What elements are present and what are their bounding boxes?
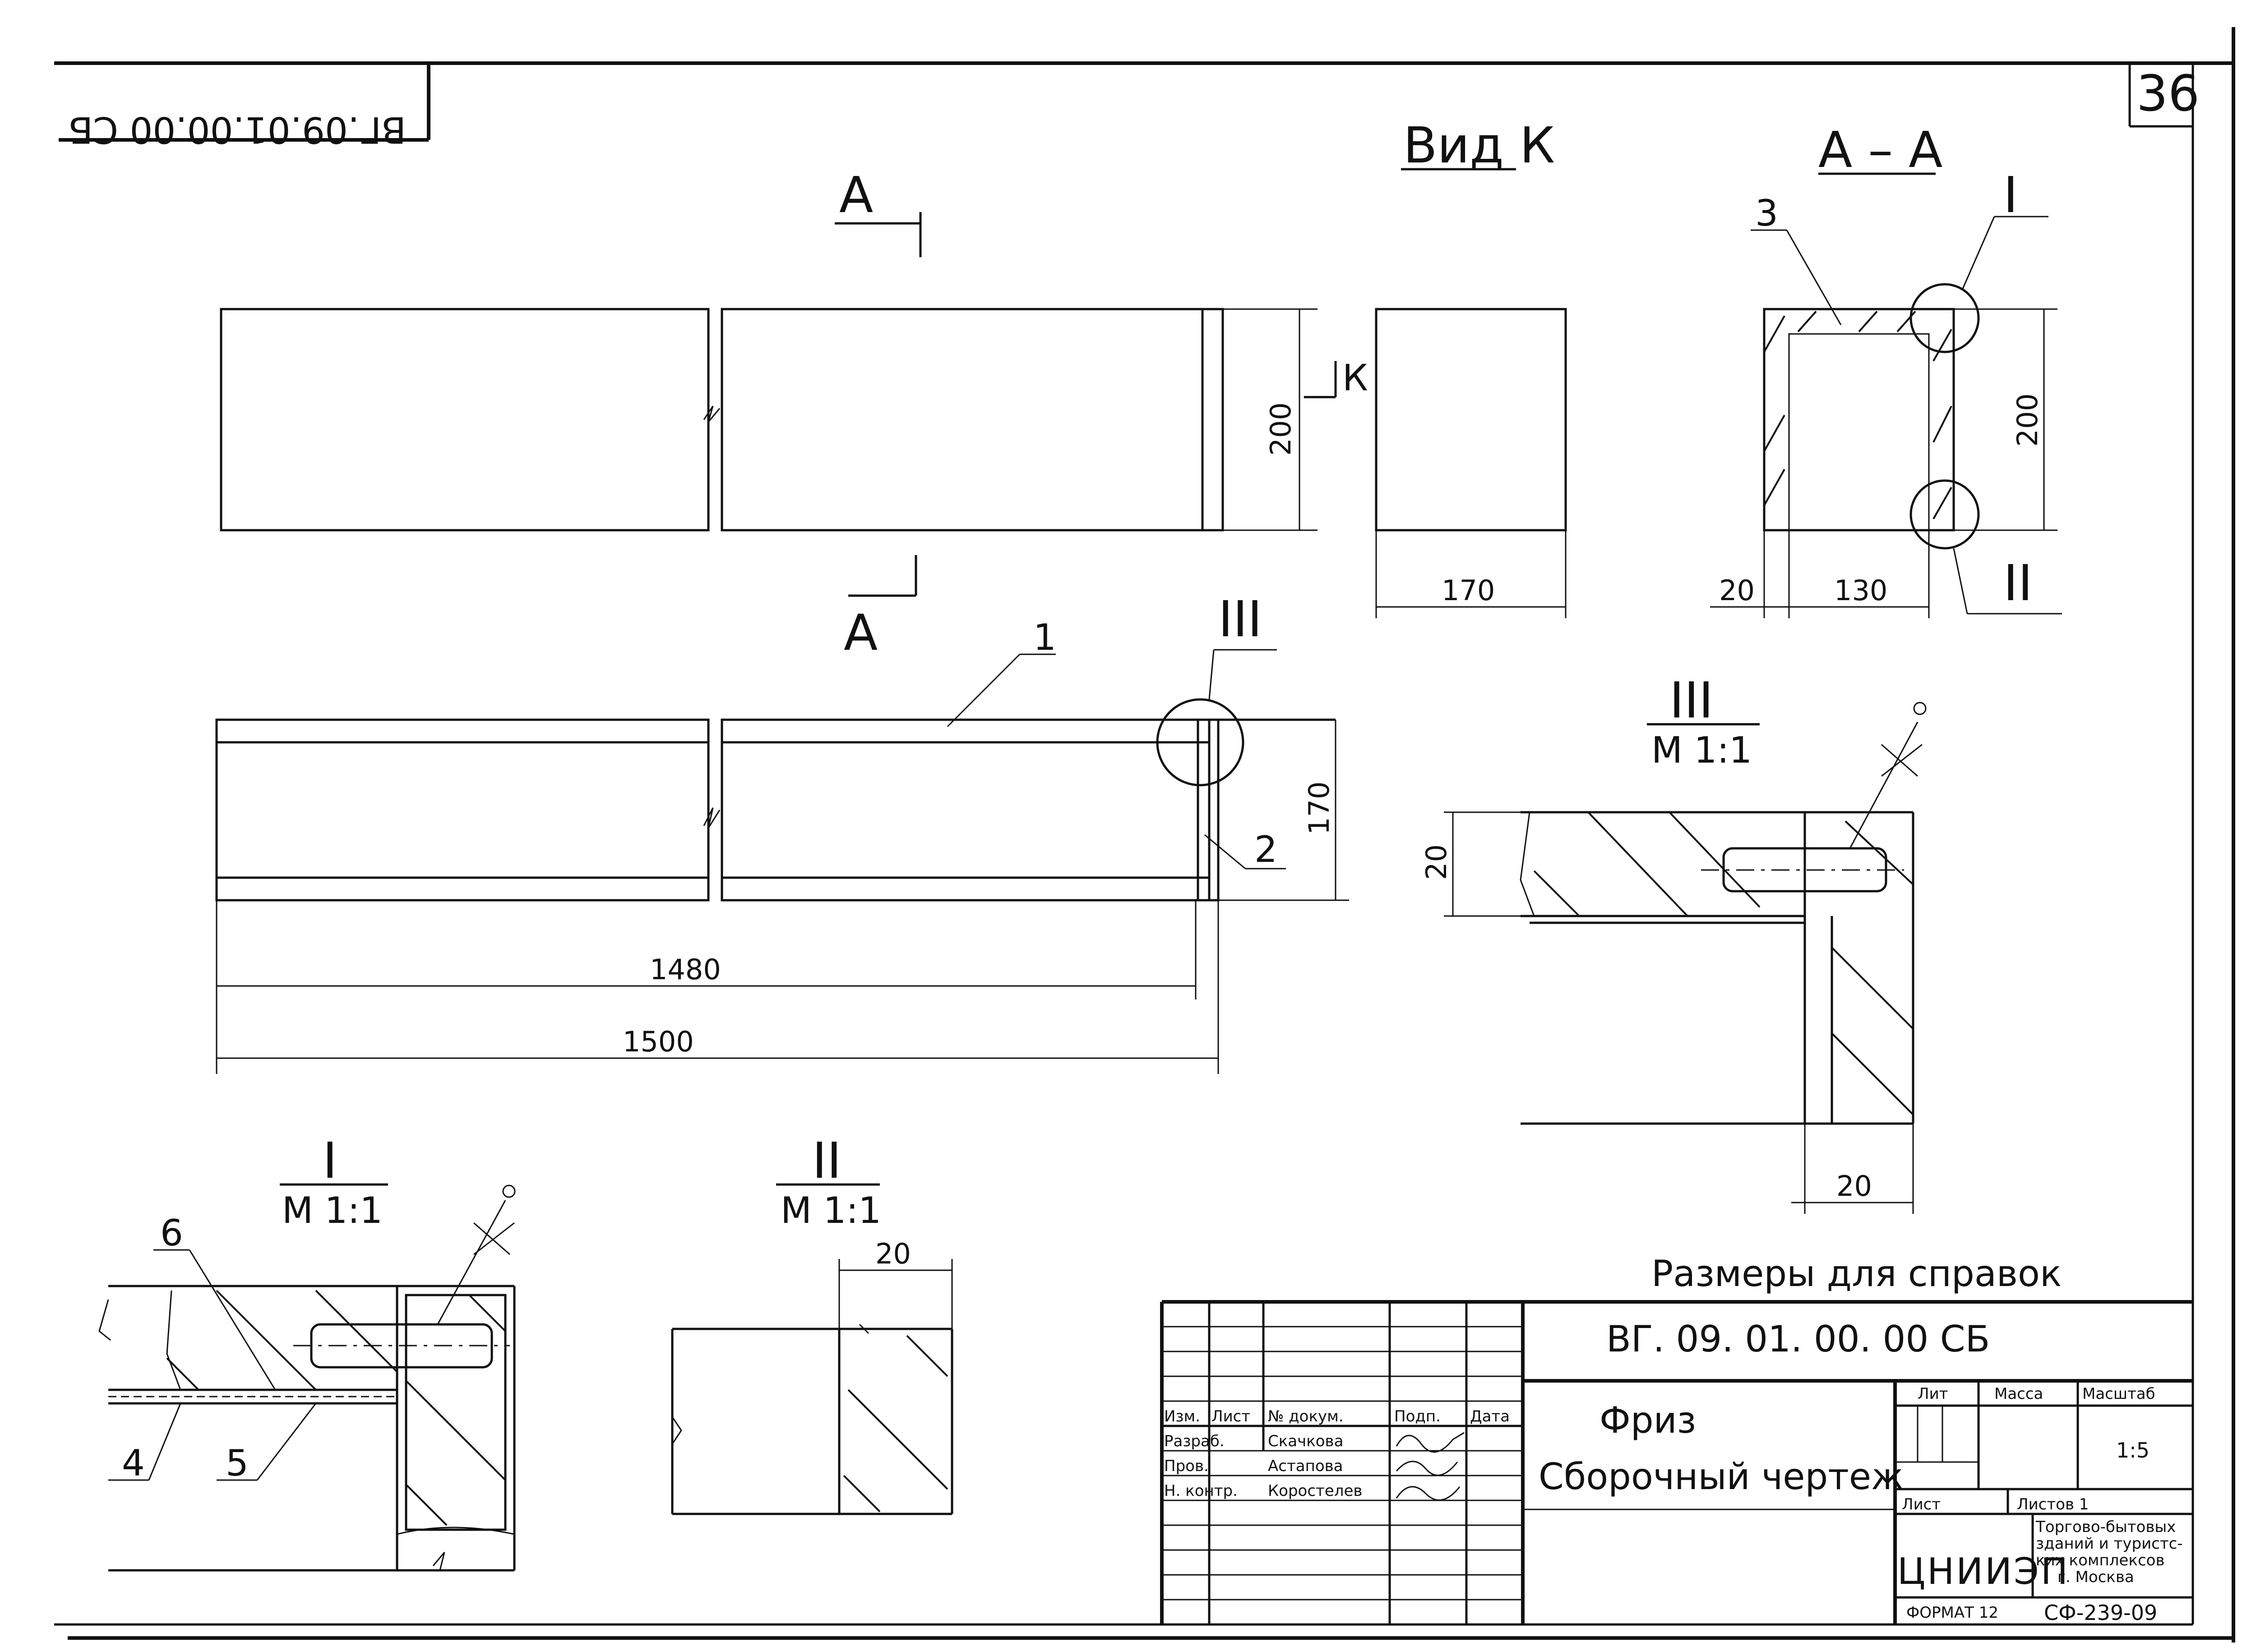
dim-aa-130: 130 (1834, 574, 1887, 607)
sheet-number-box: 36 (2128, 63, 2200, 128)
detail-2-hatching (843, 1335, 948, 1513)
detail-3-leader-label: III (1218, 590, 1262, 648)
detail-2: II М 1:1 20 (671, 1132, 953, 1515)
dim-detail2-20: 20 (875, 1237, 911, 1270)
tb-document-type: Сборочный чертеж (1539, 1456, 1904, 1498)
detail-1-leader-label: I (2003, 166, 2018, 224)
detail-1-title: I (323, 1132, 337, 1189)
dim-height-200: 200 (1264, 403, 1297, 456)
front-view: А 200 К А (220, 166, 1368, 662)
tb-sheet-label: Лист (1902, 1495, 1941, 1513)
tb-col-izm: Изм. (1164, 1407, 1200, 1425)
callout-2: 2 (1254, 828, 1277, 870)
callout-6: 6 (160, 1212, 183, 1254)
plan-view: 1 2 III 170 1480 1500 (215, 590, 1349, 1074)
section-aa-title: А – А (1818, 121, 1942, 179)
dim-length-1480: 1480 (650, 953, 721, 986)
tb-role-checker: Пров. (1164, 1457, 1209, 1475)
tb-sheets-count: Листов 1 (2017, 1495, 2089, 1513)
tb-org-logo: ЦНИИЭП (1897, 1550, 2070, 1592)
tb-col-list: Лист (1211, 1407, 1250, 1425)
section-a-top-label: А (839, 166, 873, 224)
tb-role-norm-control: Н. контр. (1164, 1482, 1238, 1500)
dim-aa-height-200: 200 (2011, 393, 2044, 447)
sheet-frame (54, 27, 2235, 1643)
tb-lit-label: Лит (1918, 1385, 1948, 1403)
callout-3: 3 (1755, 192, 1778, 234)
tb-name-norm-control: Коростелев (1268, 1482, 1362, 1500)
detail-2-title: II (812, 1132, 841, 1189)
tb-scale-label: Масштаб (2082, 1385, 2155, 1403)
tb-col-doc: № докум. (1268, 1407, 1344, 1425)
detail-2-scale: М 1:1 (781, 1189, 881, 1231)
tb-org-line-4: г. Москва (2057, 1568, 2134, 1586)
view-k-title: Вид К (1403, 116, 1555, 174)
view-k: Вид К 170 (1375, 116, 1567, 618)
tb-role-developer: Разраб. (1164, 1432, 1225, 1450)
section-a-bottom-label: А (844, 604, 878, 662)
dim-aa-20: 20 (1719, 574, 1755, 607)
tb-scale-value: 1:5 (2116, 1438, 2150, 1462)
detail-3: III М 1:1 20 20 (1420, 671, 1927, 1214)
tb-series-code: СФ-239-09 (2044, 1601, 2157, 1625)
detail-1: I М 1:1 6 4 (98, 1132, 516, 1572)
mirrored-code-box: ВГ.09.01.00.00 СБ (59, 63, 430, 151)
dim-length-1500: 1500 (623, 1025, 694, 1058)
detail-2-leader-label: II (2003, 554, 2033, 612)
detail-3-title: III (1669, 671, 1713, 729)
detail-3-scale: М 1:1 (1651, 729, 1752, 771)
tb-mass-label: Масса (1994, 1385, 2043, 1403)
dim-detail3-20: 20 (1836, 1170, 1872, 1203)
tb-col-sign: Подп. (1394, 1407, 1441, 1425)
title-block-grid (1162, 1302, 1523, 1624)
callout-5: 5 (226, 1442, 249, 1484)
tb-name-developer: Скачкова (1268, 1432, 1343, 1450)
tb-product-name: Фриз (1600, 1399, 1696, 1441)
mirrored-sheet-code: ВГ.09.01.00.00 СБ (68, 109, 406, 151)
section-aa-hatching (1763, 310, 1952, 519)
reference-dimensions-note: Размеры для справок (1651, 1253, 2062, 1295)
tb-org-line-1: Торгово-бытовых (2035, 1518, 2176, 1536)
detail-1-hatching (166, 1290, 506, 1526)
section-aa: А – А 3 I II (1710, 121, 2062, 618)
callout-4: 4 (122, 1442, 145, 1484)
tb-signatures (1396, 1432, 1465, 1501)
callout-1: 1 (1033, 616, 1056, 658)
tb-org-line-2: зданий и туристс- (2036, 1535, 2183, 1553)
dim-detail3-20-vertical: 20 (1420, 844, 1453, 880)
title-block: Изм. Лист № докум. Подп. Дата Разраб. Ск… (1160, 1300, 2193, 1625)
sheet-number: 36 (2136, 65, 2200, 122)
detail-1-scale: М 1:1 (282, 1189, 383, 1231)
tb-name-checker: Астапова (1268, 1457, 1343, 1475)
tb-col-date: Дата (1470, 1407, 1510, 1425)
view-k-arrow-label: К (1342, 357, 1368, 399)
dim-height-170: 170 (1303, 782, 1336, 835)
tb-org-line-3: ких комплексов (2036, 1551, 2165, 1569)
tb-designation: ВГ. 09. 01. 00. 00 СБ (1606, 1318, 1990, 1360)
tb-format-label: ФОРМАТ 12 (1906, 1604, 1998, 1622)
dim-width-170: 170 (1442, 574, 1495, 607)
